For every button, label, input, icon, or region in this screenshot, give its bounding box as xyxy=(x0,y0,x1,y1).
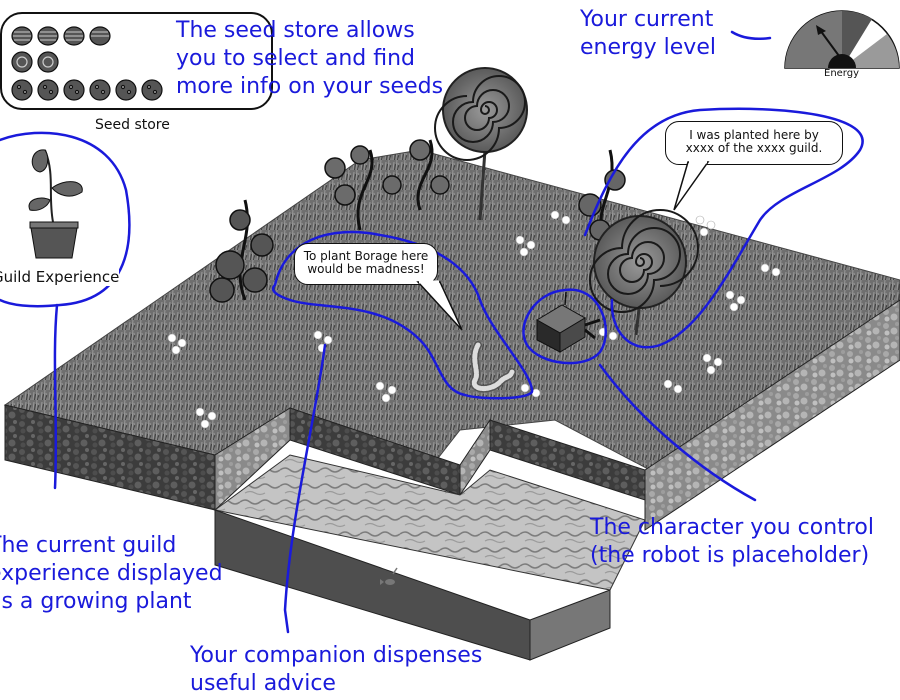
stone-step-b xyxy=(459,418,491,497)
seed-icon[interactable] xyxy=(11,79,33,101)
seed-icon[interactable] xyxy=(63,79,85,101)
annotation-energy: Your current energy level xyxy=(580,7,716,60)
annotation-character: The character you control (the robot is … xyxy=(590,515,874,568)
companion-advice-text: To plant Borage here would be madness! xyxy=(303,249,429,276)
seed-store-label: Seed store xyxy=(95,117,170,133)
seed-icon[interactable] xyxy=(141,79,163,101)
seed-icon[interactable] xyxy=(63,26,85,46)
annotation-guild: The current guild experience displayed a… xyxy=(0,533,223,614)
companion-bubble-tail xyxy=(416,280,463,331)
guild-experience-label: Guild Experience xyxy=(0,268,120,286)
annotation-seed-store: The seed store allows you to select and … xyxy=(176,18,444,99)
robot-character[interactable] xyxy=(536,291,601,353)
plant-speech-bubble: I was planted here by xxxx of the xxxx g… xyxy=(665,121,843,165)
seed-icon[interactable] xyxy=(89,79,111,101)
seed-icon[interactable] xyxy=(11,51,33,73)
energy-label: Energy xyxy=(824,68,860,79)
stone-wall-right xyxy=(644,299,900,531)
energy-needle xyxy=(819,29,843,61)
guild-plant-icon xyxy=(28,149,83,259)
seed-icon[interactable] xyxy=(115,79,137,101)
energy-gauge xyxy=(784,10,900,69)
companion-speech-bubble: To plant Borage here would be madness! xyxy=(294,243,438,285)
annotation-strokes xyxy=(0,30,864,634)
fish-icon xyxy=(380,567,398,585)
spiral-tree-back xyxy=(434,67,528,221)
bush-plant-center xyxy=(324,139,450,231)
worm-companion[interactable] xyxy=(470,341,516,393)
plant-info-text: I was planted here by xxxx of the xxxx g… xyxy=(685,128,823,155)
flower-clusters xyxy=(167,210,781,429)
annotation-companion: Your companion dispenses useful advice xyxy=(190,643,483,696)
seed-icon[interactable] xyxy=(11,26,33,46)
plant-bubble-tail xyxy=(673,160,710,211)
seed-store-panel[interactable] xyxy=(0,12,273,110)
bush-plant-left xyxy=(209,199,274,303)
seed-icon[interactable] xyxy=(37,79,59,101)
stone-step-a xyxy=(214,407,291,512)
seed-icon[interactable] xyxy=(89,26,111,46)
seed-icon[interactable] xyxy=(37,51,59,73)
seed-icon[interactable] xyxy=(37,26,59,46)
pool-side-wall xyxy=(529,589,611,661)
seed-icons xyxy=(11,26,163,101)
spiral-tree-front xyxy=(589,209,699,336)
